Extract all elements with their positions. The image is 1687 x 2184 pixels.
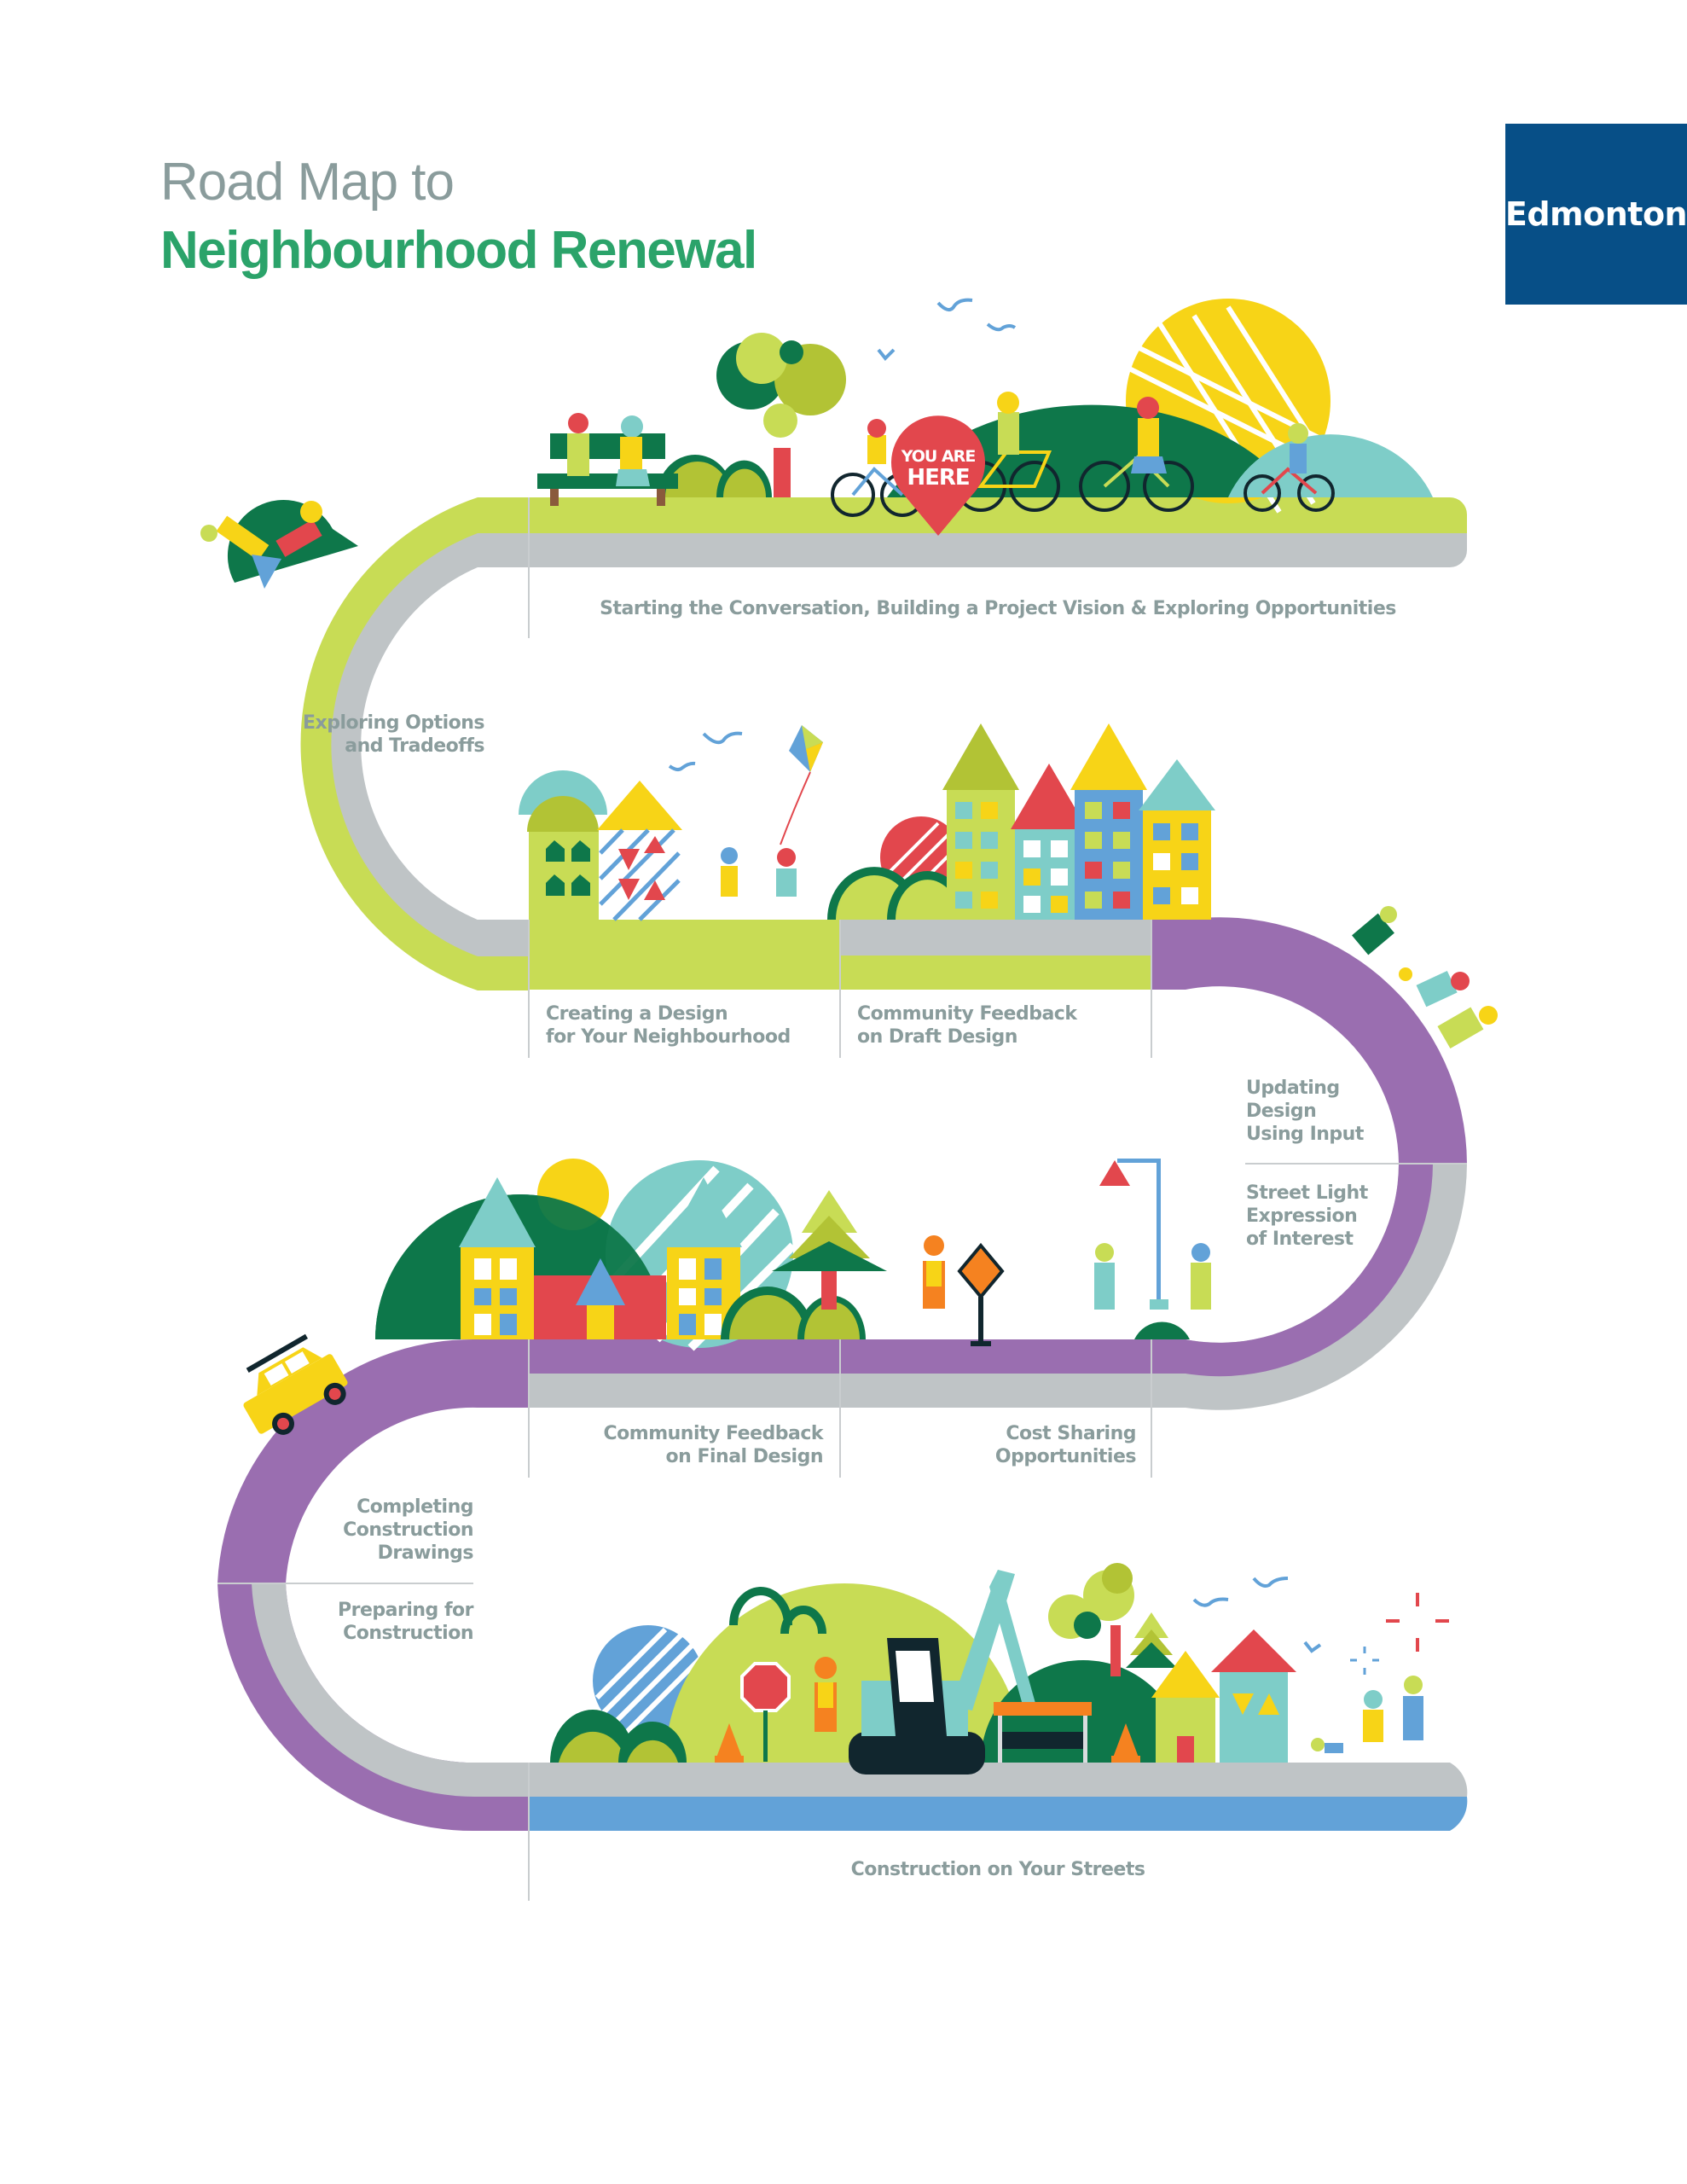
stage-label-updating-design[interactable]: Updating Design Using Input	[1246, 1077, 1364, 1146]
worker-and-streetlight	[923, 1159, 1211, 1346]
stage-label-cost-sharing[interactable]: Cost Sharing Opportunities	[853, 1422, 1137, 1468]
stage-dividers	[217, 497, 1467, 1901]
label-line: for Your Neighbourhood	[546, 1026, 791, 1048]
label-line: Preparing for	[338, 1600, 473, 1621]
marker-line2: HERE	[907, 465, 970, 491]
you-are-here-marker[interactable]	[891, 415, 985, 536]
kids-on-curve	[1352, 906, 1498, 1048]
label-line: Drawings	[377, 1542, 474, 1564]
yellow-car	[243, 1333, 348, 1435]
marker-line1: YOU ARE	[901, 447, 977, 466]
houses-scene-2	[375, 1159, 887, 1351]
edmonton-logo[interactable]: Edmonton	[1505, 124, 1687, 305]
label-line: Exploring Options	[303, 712, 484, 734]
road-curve-left-2	[217, 1339, 529, 1832]
label-line: Construction	[343, 1519, 473, 1541]
label-line: and Tradeoffs	[345, 735, 484, 757]
label-line: Opportunities	[994, 1446, 1137, 1467]
label-line: Community Feedback	[603, 1423, 824, 1444]
stage-label-completing-drawings[interactable]: Completing Construction Drawings	[290, 1496, 473, 1565]
label-line: Construction	[343, 1623, 473, 1644]
label-line: Using Input	[1246, 1124, 1364, 1145]
label-line: Design	[1246, 1101, 1317, 1122]
stage-label-street-light[interactable]: Street Light Expression of Interest	[1246, 1182, 1368, 1251]
label-line: Updating	[1246, 1077, 1340, 1099]
label-line: Completing	[357, 1496, 473, 1518]
label-line: Street Light	[1246, 1182, 1368, 1204]
label-line: Expression	[1246, 1205, 1358, 1227]
stage-label-community-feedback-final[interactable]: Community Feedback on Final Design	[546, 1422, 824, 1468]
logo-text: Edmonton	[1504, 195, 1687, 233]
label-line: on Draft Design	[857, 1026, 1017, 1048]
cyclists	[831, 392, 1335, 517]
stage-label-starting-conversation[interactable]: Starting the Conversation, Building a Pr…	[600, 598, 1396, 619]
label-line: Community Feedback	[857, 1003, 1077, 1025]
road-curve-right-1	[1151, 917, 1467, 1410]
road-curve-left-1	[300, 497, 529, 990]
label-line: of Interest	[1246, 1228, 1354, 1250]
stage-label-preparing-construction[interactable]: Preparing for Construction	[290, 1599, 473, 1645]
label-line: Cost Sharing	[1006, 1423, 1136, 1444]
page-title-line2: Neighbourhood Renewal	[160, 221, 757, 280]
road-segment-1	[529, 497, 1467, 567]
stage-label-construction-streets[interactable]: Construction on Your Streets	[850, 1859, 1145, 1880]
girl-and-cat	[200, 499, 358, 589]
construction-scene	[550, 1563, 1449, 1774]
page-title-line1: Road Map to	[160, 153, 455, 212]
houses-scene-1	[519, 723, 1215, 921]
stage-label-creating-design[interactable]: Creating a Design for Your Neighbourhood	[546, 1002, 791, 1048]
road-segment-2	[529, 920, 1151, 990]
stage-label-exploring-options[interactable]: Exploring Options and Tradeoffs	[290, 712, 484, 758]
road-segment-4	[529, 1763, 1468, 1831]
you-are-here-text: YOU ARE HERE	[891, 447, 985, 490]
label-line: on Final Design	[665, 1446, 824, 1467]
label-line: Creating a Design	[546, 1003, 728, 1025]
stage-label-community-feedback-draft[interactable]: Community Feedback on Draft Design	[857, 1002, 1077, 1048]
